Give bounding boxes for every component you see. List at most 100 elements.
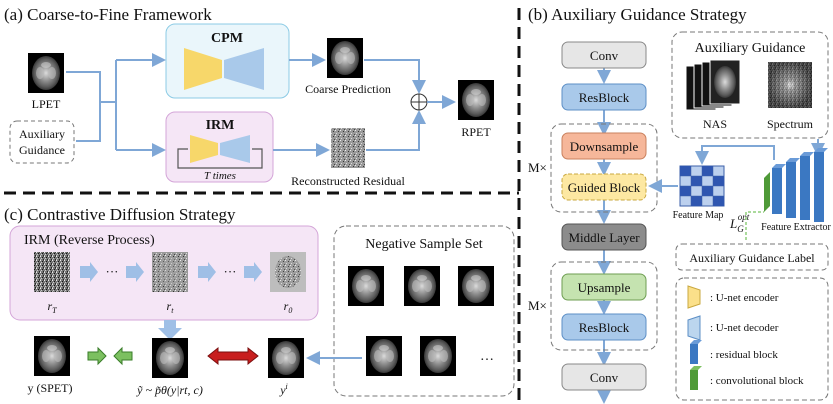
coarse-label: Coarse Prediction	[305, 82, 391, 96]
aux-guidance-title: Auxiliary Guidance	[695, 41, 806, 56]
dots-1: ···	[106, 264, 119, 279]
panel-c: IRM (Reverse Process) rT ··· rt ··· r0 N…	[9, 225, 515, 397]
irm-times: T times	[204, 170, 236, 182]
guided-label: Guided Block	[568, 180, 641, 195]
residual-image	[331, 128, 365, 168]
neg-sample-2	[404, 266, 440, 306]
nas-image-stack	[685, 59, 741, 111]
resblock-bottom-label: ResBlock	[579, 320, 630, 335]
legend-decoder-label: : U-net decoder	[710, 322, 779, 334]
guided-block	[561, 173, 647, 201]
middle-label: Middle Layer	[568, 230, 640, 245]
legend-decoder-icon	[687, 315, 701, 341]
step-arrow-2	[126, 262, 144, 282]
irm-label: IRM	[206, 118, 235, 133]
resblock-top-block	[561, 83, 647, 111]
repel-arrow	[207, 346, 259, 366]
dots-2: ···	[224, 264, 237, 279]
attract-arrow-left	[113, 346, 133, 366]
lpet-label: LPET	[32, 97, 61, 111]
y-spet-label: y (SPET)	[28, 381, 73, 395]
spectrum-label: Spectrum	[767, 117, 814, 131]
neg-sample-1	[348, 266, 384, 306]
step-arrow-1	[80, 262, 98, 282]
aux-label-box	[675, 243, 829, 271]
irm-encoder	[190, 135, 218, 163]
negative-sample-set-box	[333, 225, 515, 397]
cpm-decoder	[224, 48, 264, 90]
panel-b: Conv ResBlock M× Downsample Guided Block…	[528, 31, 832, 404]
resblock-top-label: ResBlock	[579, 90, 630, 105]
legend-residual-label: : residual block	[710, 349, 778, 361]
irm-reverse-title: IRM (Reverse Process)	[24, 233, 155, 248]
conv-bottom-label: Conv	[590, 370, 619, 385]
y-tilde-image	[152, 338, 188, 378]
aux-connector	[76, 102, 101, 142]
m-group-bottom	[550, 261, 658, 351]
feature-map-grid	[679, 165, 725, 207]
irm-loop	[177, 148, 263, 169]
feature-map-label: Feature Map	[673, 210, 724, 221]
negative-set-title: Negative Sample Set	[365, 237, 483, 252]
r-T-image	[34, 252, 70, 292]
lpet-connector	[66, 71, 116, 103]
step-arrow-4	[244, 262, 262, 282]
downsample-block	[561, 132, 647, 160]
m-top-label: M×	[528, 160, 547, 175]
legend-box	[675, 277, 829, 401]
y-i-image	[268, 338, 304, 378]
r-t-image	[152, 252, 188, 292]
neg-sample-5	[420, 336, 456, 376]
y-spet-image	[34, 336, 70, 376]
panel-a: LPET Auxiliary Guidance CPM IRM T times …	[9, 23, 494, 188]
upsample-block	[561, 273, 647, 301]
y-tilde-label: ỹ ~ p̃θ(y|rt, c)	[136, 383, 203, 397]
cpm-encoder	[184, 48, 222, 90]
conv-top-block	[561, 41, 647, 69]
aux-guidance-line1: Auxiliary	[19, 127, 65, 141]
conv-bottom-block	[561, 363, 647, 391]
coarse-to-sum	[364, 59, 426, 94]
residual-label: Reconstructed Residual	[291, 174, 405, 188]
rt-down-arrow	[158, 320, 182, 340]
irm-decoder	[220, 135, 250, 163]
r-t-label: rt	[167, 299, 175, 315]
upsample-label: Upsample	[578, 280, 631, 295]
lpet-image	[28, 53, 64, 93]
legend-residual-icon	[690, 344, 698, 364]
legend-encoder-label: : U-net encoder	[710, 292, 779, 304]
aux-guidance-line2: Guidance	[19, 143, 65, 157]
rpet-label: RPET	[461, 125, 491, 139]
coarse-image	[327, 38, 363, 78]
y-i-label: yi	[279, 382, 288, 397]
aux-guidance-box	[9, 120, 75, 164]
feature-extractor-label: Feature Extractor	[761, 222, 831, 233]
aux-label-text: Auxiliary Guidance Label	[689, 251, 815, 265]
downsample-label: Downsample	[570, 139, 639, 154]
r-T-label: rT	[47, 299, 57, 315]
r-0-label: r0	[284, 299, 293, 315]
neg-sample-4	[366, 336, 402, 376]
neg-ellipsis: …	[480, 349, 494, 364]
middle-layer-block	[561, 223, 647, 251]
section-a-title: (a) Coarse-to-Fine Framework	[4, 5, 212, 24]
m-bottom-label: M×	[528, 298, 547, 313]
loss-link	[745, 211, 764, 240]
legend-encoder-icon	[687, 285, 701, 309]
rpet-image	[458, 80, 494, 120]
section-b-title: (b) Auxiliary Guidance Strategy	[528, 5, 747, 24]
nas-label: NAS	[703, 117, 727, 131]
m-group-top	[550, 123, 658, 213]
conv-top-label: Conv	[590, 48, 619, 63]
cpm-label: CPM	[211, 31, 243, 46]
residual-to-sum	[366, 110, 426, 151]
legend-conv-label: : convolutional block	[710, 375, 804, 387]
feature-extractor	[764, 148, 828, 222]
irm-box	[165, 111, 274, 183]
legend-conv-icon	[690, 370, 698, 390]
neg-sample-3	[458, 266, 494, 306]
section-c-title: (c) Contrastive Diffusion Strategy	[4, 205, 236, 224]
resblock-bottom-block	[561, 313, 647, 341]
loss-symbol: LGopt	[729, 212, 750, 234]
